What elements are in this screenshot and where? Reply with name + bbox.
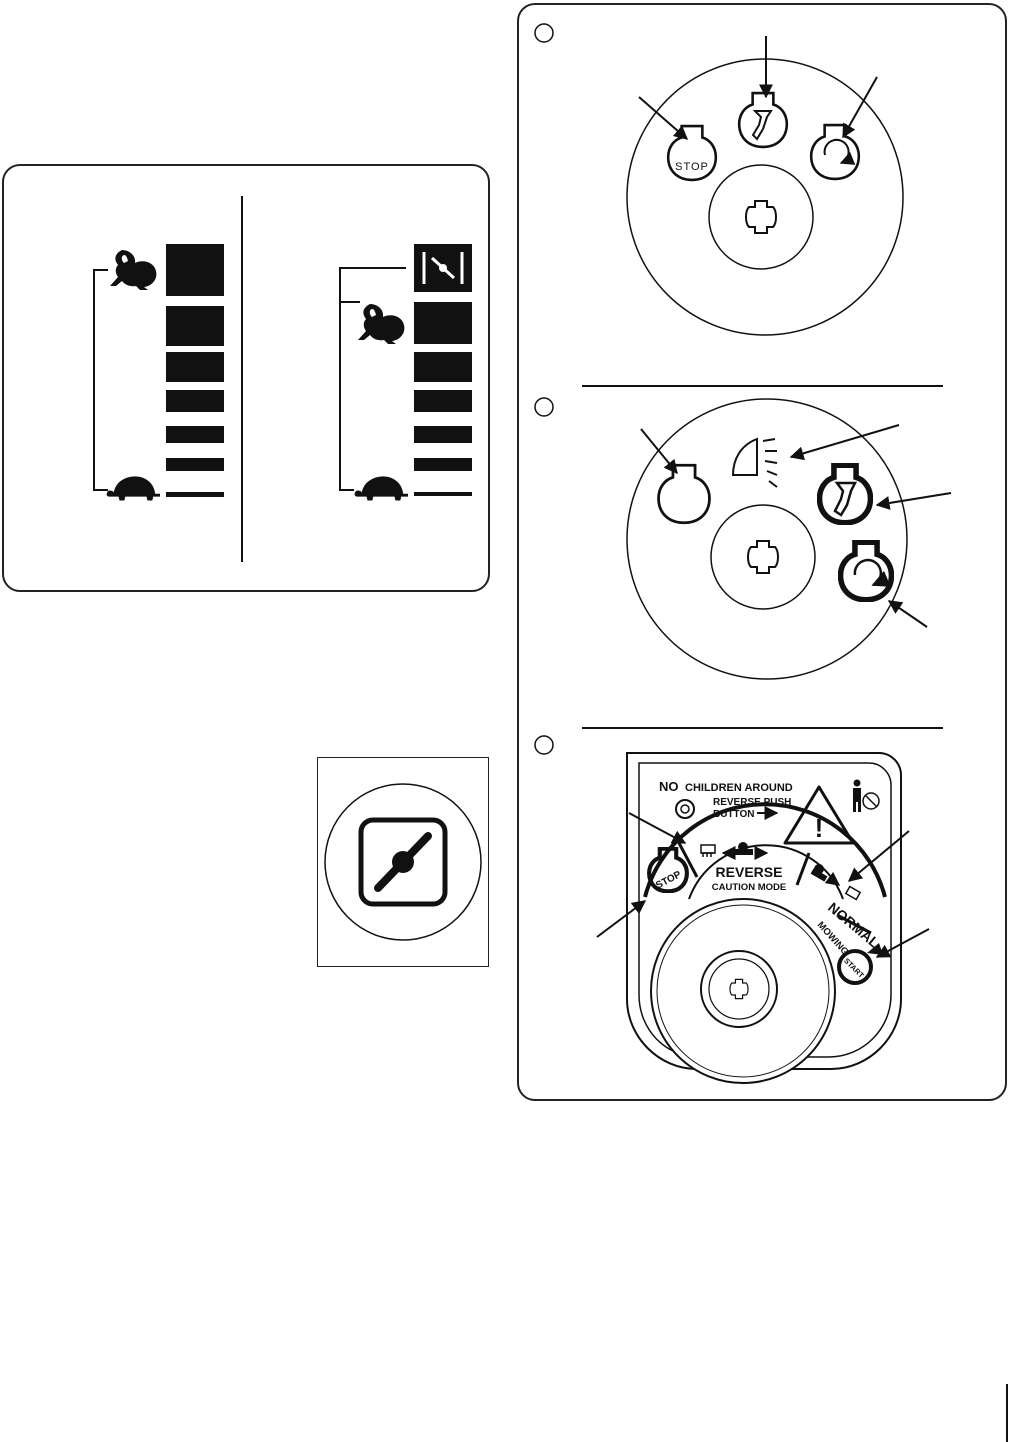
stop-position-label: STOP: [675, 161, 709, 173]
mode-arc-outer: [643, 802, 887, 898]
speed-bracket: [93, 269, 108, 491]
warning-no: NO: [659, 779, 679, 794]
left-speed-scale: [93, 244, 224, 501]
pointer-arrow: [789, 424, 900, 461]
pointer-arrow: [842, 76, 878, 139]
choke-icon: [422, 252, 464, 284]
no-children-icon: [853, 779, 880, 812]
pointer-arrow: [640, 428, 678, 475]
choke-bracket: [339, 267, 406, 491]
speed-bar: [414, 458, 472, 471]
choke-diagram: [324, 783, 482, 941]
ignition-a: STOP: [534, 23, 943, 387]
pointer-arrow: [875, 928, 930, 958]
caution-mode-label: CAUTION MODE: [712, 882, 786, 893]
pointer-arrow: [628, 812, 687, 844]
reverse-label: REVERSE: [716, 864, 783, 880]
start-icon: [853, 558, 891, 587]
start-icon: [823, 138, 856, 165]
pointer-arrow: [875, 492, 952, 510]
start-position: [837, 949, 873, 985]
right-speed-scale: [339, 244, 472, 501]
figure-marker-a: [534, 23, 554, 43]
speed-bar: [166, 426, 224, 443]
rabbit-icon: [358, 304, 405, 344]
run-icon: [751, 110, 773, 141]
lights-icon: [731, 437, 778, 488]
throttle-diagram: [93, 196, 472, 562]
svg-text:!: !: [815, 813, 824, 843]
pointer-arrow: [638, 96, 689, 140]
reverse-push-line1: REVERSE PUSH: [713, 797, 791, 808]
page-margin-rule: [1006, 1384, 1008, 1442]
speed-bar: [414, 426, 472, 443]
speed-bar: [414, 352, 472, 382]
speed-bar: [166, 492, 224, 497]
key-switch-a: [708, 164, 814, 270]
run-icon: [833, 481, 858, 517]
rabbit-icon: [110, 250, 157, 290]
speed-bar: [166, 352, 224, 382]
turtle-icon: [106, 476, 160, 501]
figure-marker-b: [534, 397, 554, 417]
speed-bar: [414, 302, 472, 344]
pointer-arrow: [596, 900, 647, 938]
ignition-figure: STOP: [517, 3, 1007, 1101]
ignition-c: NO CHILDREN AROUND REVERSE PUSH BUTTON !: [534, 735, 930, 1084]
turtle-icon: [354, 476, 408, 501]
speed-bar: [166, 244, 224, 296]
pointer-arrow: [847, 830, 910, 882]
reverse-mode-icon: [700, 842, 769, 860]
speed-bar: [414, 492, 472, 496]
speed-bar: [166, 306, 224, 346]
figure-marker-c: [534, 735, 554, 755]
speed-bar: [414, 390, 472, 412]
speed-bar: [166, 458, 224, 471]
ignition-diagram: STOP: [534, 23, 952, 1084]
choke-figure: [317, 757, 489, 967]
key-switch-b: [710, 504, 816, 610]
reverse-push-line2: BUTTON: [713, 809, 754, 820]
pointer-arrow: [887, 600, 928, 628]
ignition-b: [534, 397, 952, 729]
warning-children: CHILDREN AROUND: [685, 782, 793, 794]
mowing-icon: [810, 864, 862, 901]
choke-icon: [374, 832, 432, 892]
throttle-figure: [2, 164, 490, 592]
speed-bar: [166, 390, 224, 412]
switch-plate-inner: [638, 762, 892, 1058]
